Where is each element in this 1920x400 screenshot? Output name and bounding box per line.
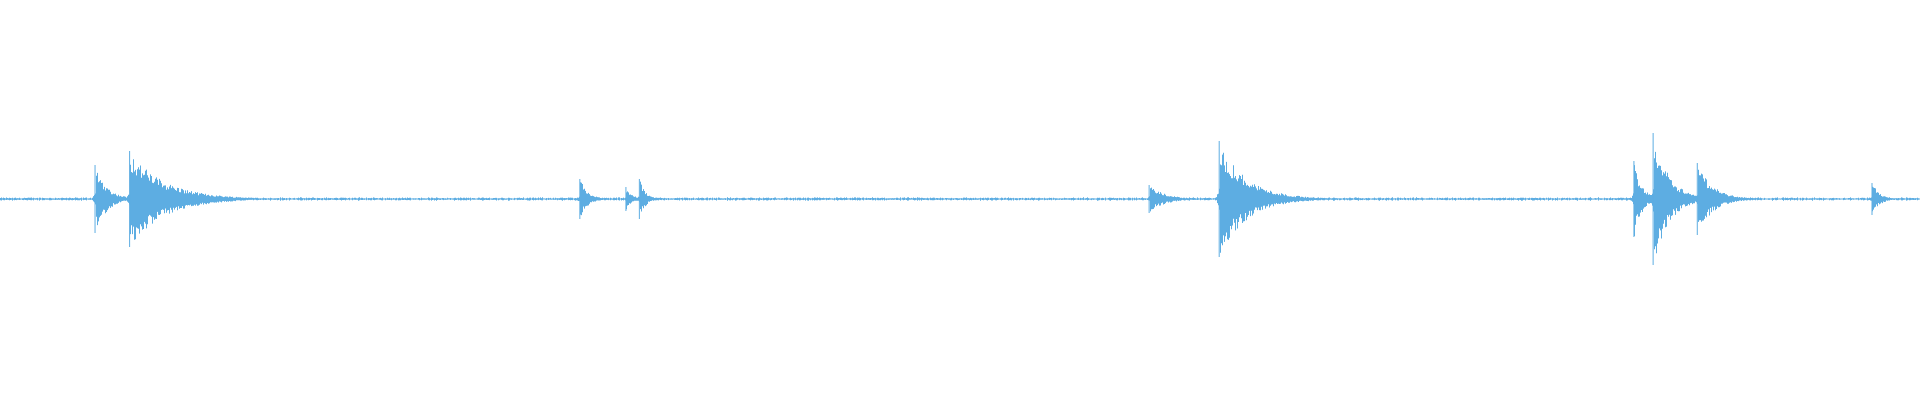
waveform-trace [0,151,1920,254]
waveform-bars [0,133,1920,265]
